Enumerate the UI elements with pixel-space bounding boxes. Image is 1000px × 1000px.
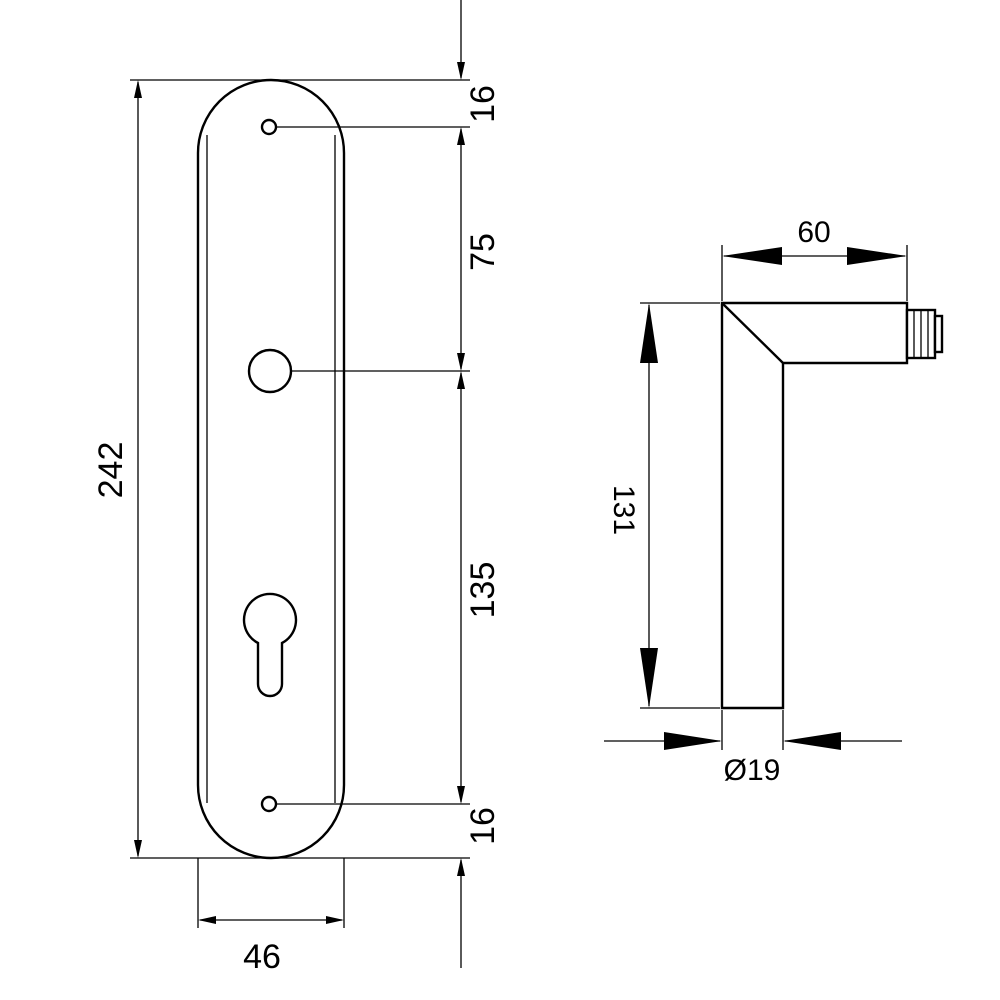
backplate-view — [196, 78, 346, 860]
dim-handle-diameter: Ø19 — [604, 710, 902, 787]
dim-width: 46 — [198, 916, 344, 976]
dim-top-offset-label: 16 — [464, 85, 502, 123]
handle-view — [720, 301, 944, 710]
spindle-hole — [247, 348, 293, 394]
handle-mitre-line — [721, 302, 784, 364]
dim-handle-length-label: 131 — [607, 485, 640, 535]
dim-bottom-offset-label: 16 — [464, 807, 502, 845]
dim-spindle-cylinder-label: 135 — [464, 562, 502, 619]
dim-handle-diameter-label: Ø19 — [724, 754, 781, 787]
dim-width-label: 46 — [243, 938, 281, 976]
backplate-outline — [196, 78, 346, 860]
handle-lever-body — [720, 301, 909, 710]
backplate-extension-lines — [130, 79, 470, 928]
handle-spindle-tip — [933, 314, 944, 354]
dim-handle-projection: 60 — [721, 216, 908, 301]
dim-handle-projection-label: 60 — [797, 216, 830, 249]
dim-handle-length: 131 — [607, 302, 720, 709]
dim-screw-spindle-label: 75 — [464, 233, 502, 271]
dim-chain: 16 75 135 16 — [457, 0, 502, 968]
dim-total-height: 242 — [92, 80, 142, 858]
top-screw-hole — [260, 118, 278, 136]
bottom-screw-hole — [260, 795, 278, 813]
dim-total-height-label: 242 — [92, 442, 130, 499]
cylinder-keyhole — [242, 592, 298, 698]
